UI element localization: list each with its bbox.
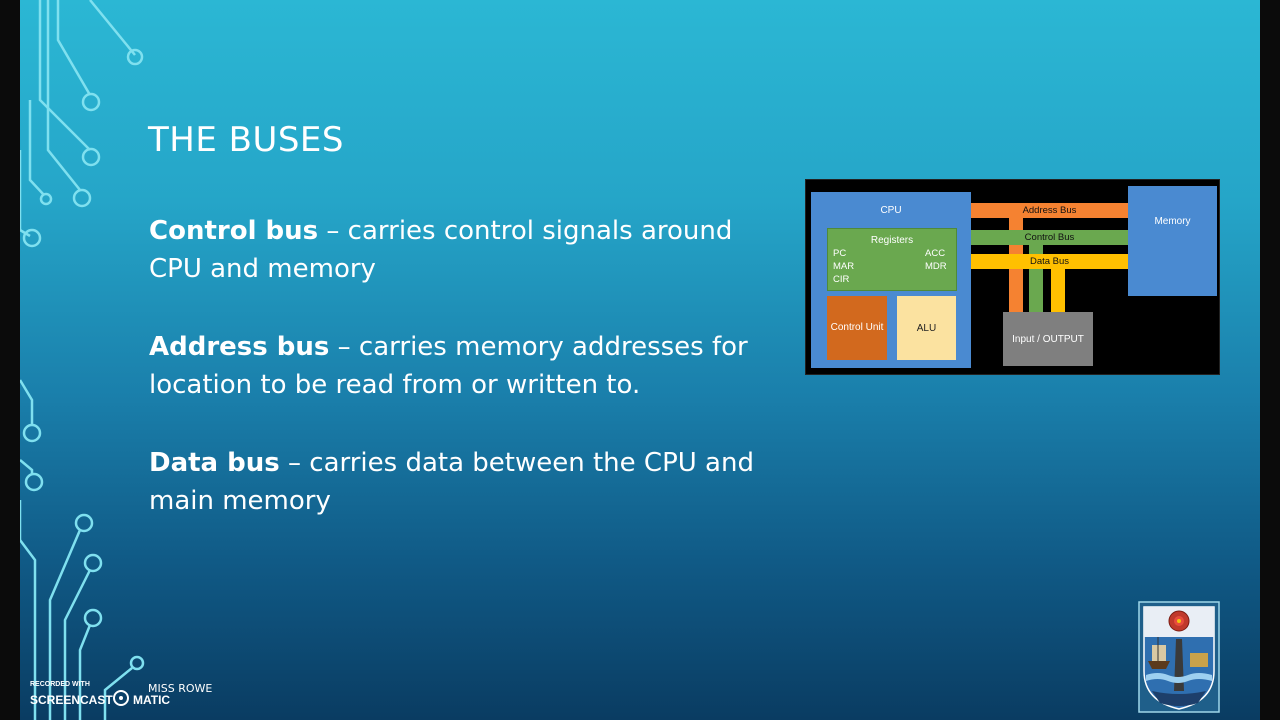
address-bus: Address Bus [971, 203, 1128, 218]
registers-box: Registers PC MAR CIR ACC MDR [827, 228, 957, 291]
bullet-term: Address bus [149, 332, 330, 362]
circuit-decoration [20, 0, 145, 720]
bullet-term: Control bus [149, 216, 319, 246]
bullet-text: – carries data between the CPU and main … [149, 448, 754, 516]
bullet-data-bus: Data bus – carries data between the CPU … [149, 444, 769, 520]
control-bus: Control Bus [971, 230, 1128, 245]
register-pc: PC [833, 248, 847, 259]
watermark-matic: MATIC [133, 693, 171, 707]
letterbox-right [1260, 0, 1280, 720]
control-unit-box: Control Unit [827, 296, 887, 360]
slide-title: THE BUSES [148, 120, 344, 160]
bullet-term: Data bus [149, 448, 280, 478]
control-bus-label: Control Bus [1024, 232, 1075, 243]
address-bus-label: Address Bus [1022, 205, 1077, 216]
register-mar: MAR [833, 261, 855, 272]
data-bus-vertical [1051, 268, 1065, 312]
bus-diagram: CPU Address Bus Control Bus Data Bus Mem… [805, 179, 1220, 375]
watermark-screencast: SCREENCAST [30, 693, 113, 707]
bullet-text: – carries control signals around CPU and… [149, 216, 733, 284]
bullet-control-bus: Control bus – carries control signals ar… [149, 212, 769, 288]
watermark-recorded-with: RECORDED WITH [30, 681, 90, 688]
data-bus: Data Bus [971, 254, 1128, 269]
memory-box: Memory [1128, 186, 1217, 296]
author-footer: MISS ROWE [148, 682, 213, 695]
bullet-address-bus: Address bus – carries memory addresses f… [149, 328, 769, 404]
register-cir: CIR [833, 274, 850, 285]
register-acc: ACC [925, 248, 946, 259]
alu-box: ALU [897, 296, 956, 360]
bullet-text: – carries memory addresses for location … [149, 332, 748, 400]
school-crest-logo [1138, 601, 1220, 713]
data-bus-label: Data Bus [1029, 256, 1070, 267]
screencast-watermark: RECORDED WITH SCREENCAST MATIC [30, 681, 190, 711]
slide: THE BUSES Control bus – carries control … [20, 0, 1260, 720]
input-output-box: Input / OUTPUT [1003, 312, 1093, 366]
register-mdr: MDR [925, 261, 947, 272]
watermark-logo-icon [113, 690, 129, 706]
letterbox-left [0, 0, 20, 720]
registers-label: Registers [870, 235, 914, 246]
